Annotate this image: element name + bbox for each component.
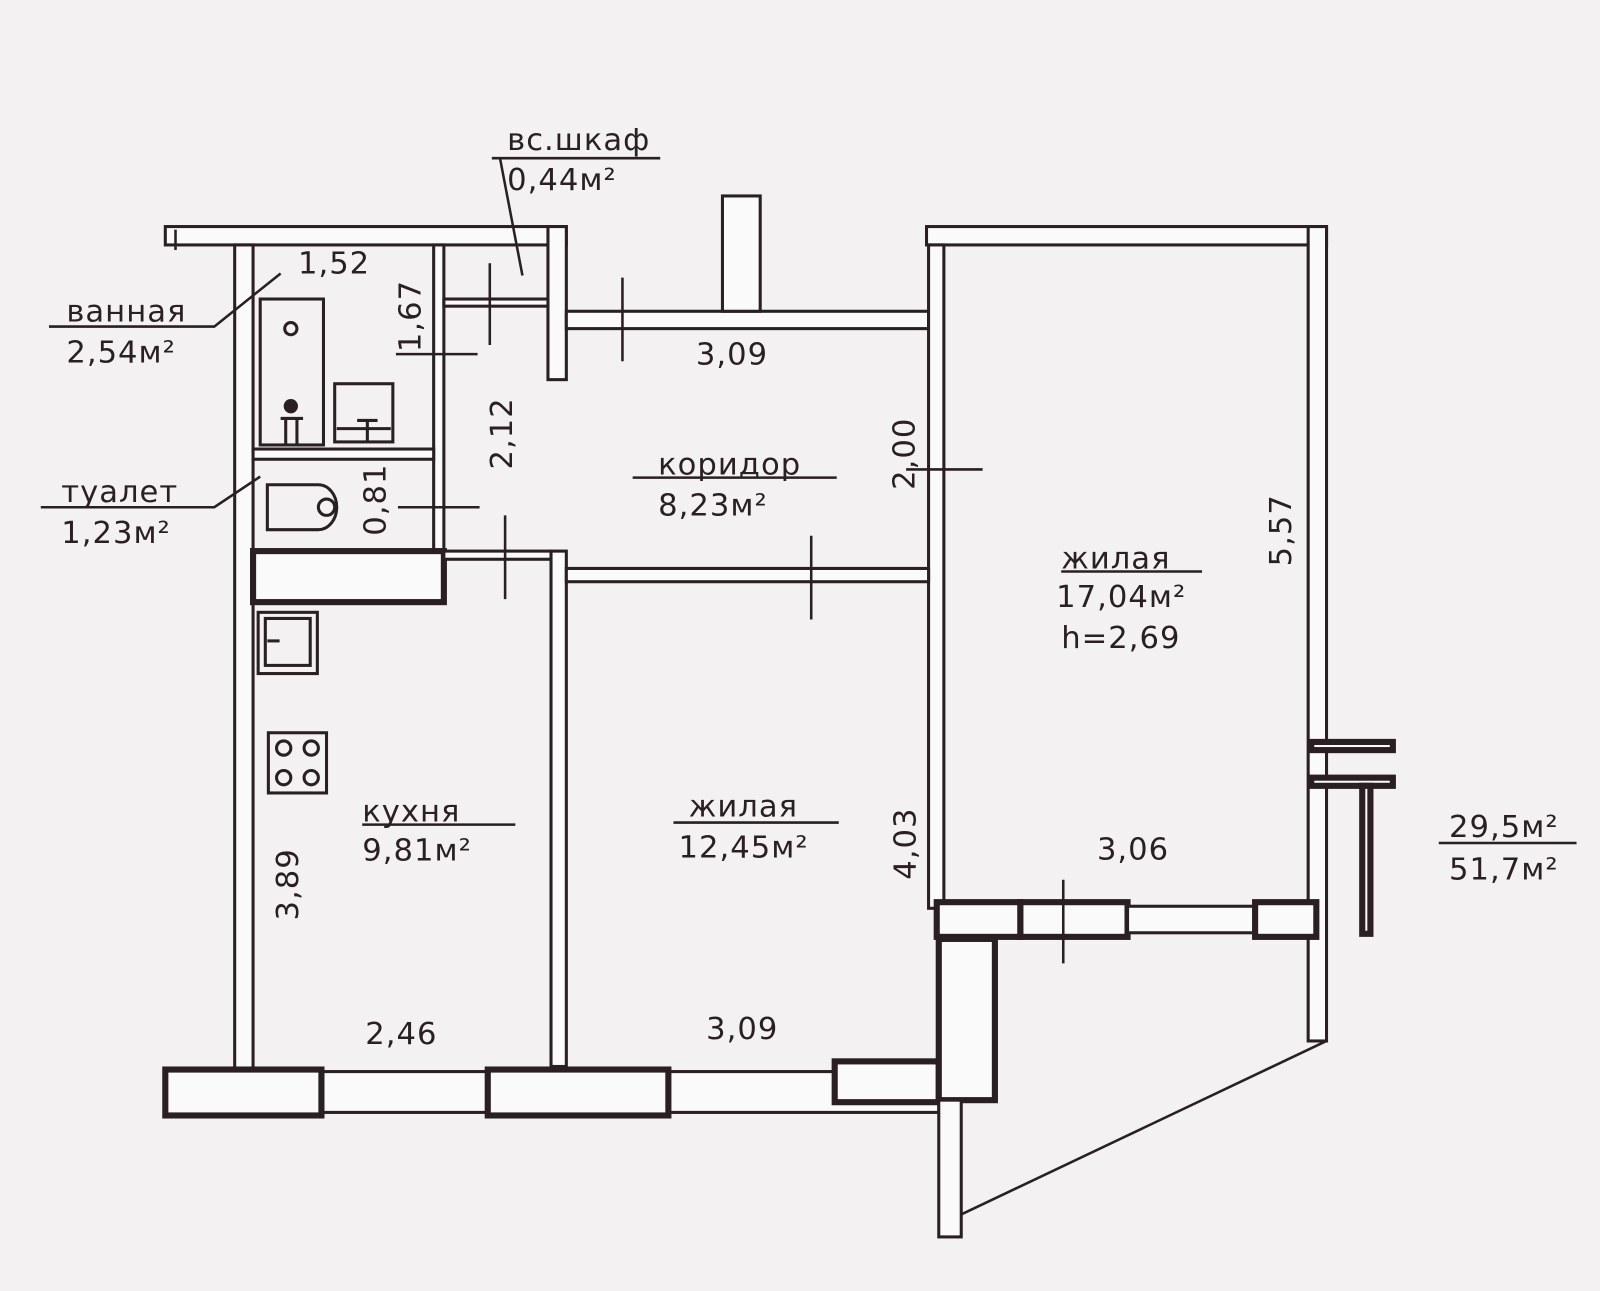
corridor-name: коридор <box>658 448 801 483</box>
toilet-area: 1,23м² <box>61 516 171 551</box>
dim-toilet-depth: 0,81 <box>359 464 394 536</box>
small-room-area: 12,45м² <box>679 830 809 865</box>
left-outer-wall <box>233 243 255 1074</box>
small-room-name: жилая <box>689 789 798 824</box>
large-room-left-wall <box>927 243 946 910</box>
dim-small-room-depth: 4,03 <box>888 807 923 879</box>
balcony-diagonal <box>960 1039 1328 1216</box>
toilet-name: туалет <box>61 475 178 510</box>
bathroom-area: 2,54м² <box>66 335 176 370</box>
kitchen-living-wall <box>549 549 568 1069</box>
top-wall-left <box>163 225 568 247</box>
balcony-rail <box>937 1098 963 1239</box>
toilet-partition <box>251 447 436 461</box>
walls <box>162 194 1396 1239</box>
bottom-pier-2 <box>484 1066 672 1119</box>
closet-name: вс.шкаф <box>507 123 650 158</box>
kitchen-area: 9,81м² <box>362 833 472 868</box>
chimney <box>720 194 762 313</box>
bathroom-name: ванная <box>66 294 186 329</box>
dim-corridor-width: 3,09 <box>696 337 768 372</box>
dim-bath-width: 1,52 <box>298 247 370 282</box>
corridor-living-wall <box>564 566 931 584</box>
large-room-area: 17,04м² <box>1056 580 1186 615</box>
kitchen-sink-icon <box>256 610 319 676</box>
dim-bath-depth: 1,67 <box>393 280 428 352</box>
dim-large-room-depth: 5,57 <box>1264 494 1299 566</box>
balcony-slab-top <box>1308 738 1396 754</box>
dim-kitchen-depth: 3,89 <box>271 848 306 920</box>
dim-kitchen-width: 2,46 <box>365 1017 437 1052</box>
dim-door-depth: 2,00 <box>887 418 922 490</box>
dimension-lines <box>174 229 1065 964</box>
stove-icon <box>266 731 329 795</box>
dimension-labels: 1,52 1,67 3,09 2,12 0,81 2,00 5,57 3,06 … <box>271 247 1299 1053</box>
corridor-top-wall <box>564 309 931 331</box>
balcony-slab-bottom <box>1308 774 1396 789</box>
closet-wall <box>546 225 568 382</box>
large-room-window-pier <box>933 899 1024 940</box>
toilet-icon <box>265 483 339 532</box>
large-room-top-wall <box>925 225 1329 247</box>
large-room-name: жилая <box>1061 541 1170 576</box>
bottom-pier-1 <box>162 1066 325 1119</box>
corner-column <box>935 935 998 1104</box>
ceiling-height: h=2,69 <box>1061 621 1180 656</box>
large-room-window-frame <box>1017 899 1131 940</box>
toilet-door <box>442 549 553 561</box>
bathtub-icon <box>258 297 325 447</box>
kitchen-bath-wall <box>250 548 447 606</box>
large-room-window-pier-right <box>1252 899 1320 940</box>
bath-corridor-partition <box>432 243 446 558</box>
washbasin-icon <box>333 382 395 444</box>
kitchen-name: кухня <box>362 795 460 830</box>
corridor-area: 8,23м² <box>658 488 768 523</box>
large-room-window <box>1126 904 1257 935</box>
fixtures <box>256 297 395 795</box>
leader-lines <box>40 156 1577 845</box>
closet-area: 0,44м² <box>507 163 617 198</box>
dim-large-room-width: 3,06 <box>1097 832 1169 867</box>
dim-corridor-depth: 2,12 <box>485 397 520 469</box>
labels: вс.шкаф 0,44м² ванная 2,54м² туалет 1,23… <box>61 123 1559 888</box>
total-area: 51,7м² <box>1449 853 1559 888</box>
closet-door <box>442 297 550 308</box>
dim-small-room-width: 3,09 <box>706 1012 778 1047</box>
bottom-pier-3 <box>831 1058 942 1106</box>
living-area-total: 29,5м² <box>1449 810 1559 845</box>
balcony-slab-side <box>1359 782 1374 937</box>
large-room-right-wall <box>1306 225 1329 1043</box>
